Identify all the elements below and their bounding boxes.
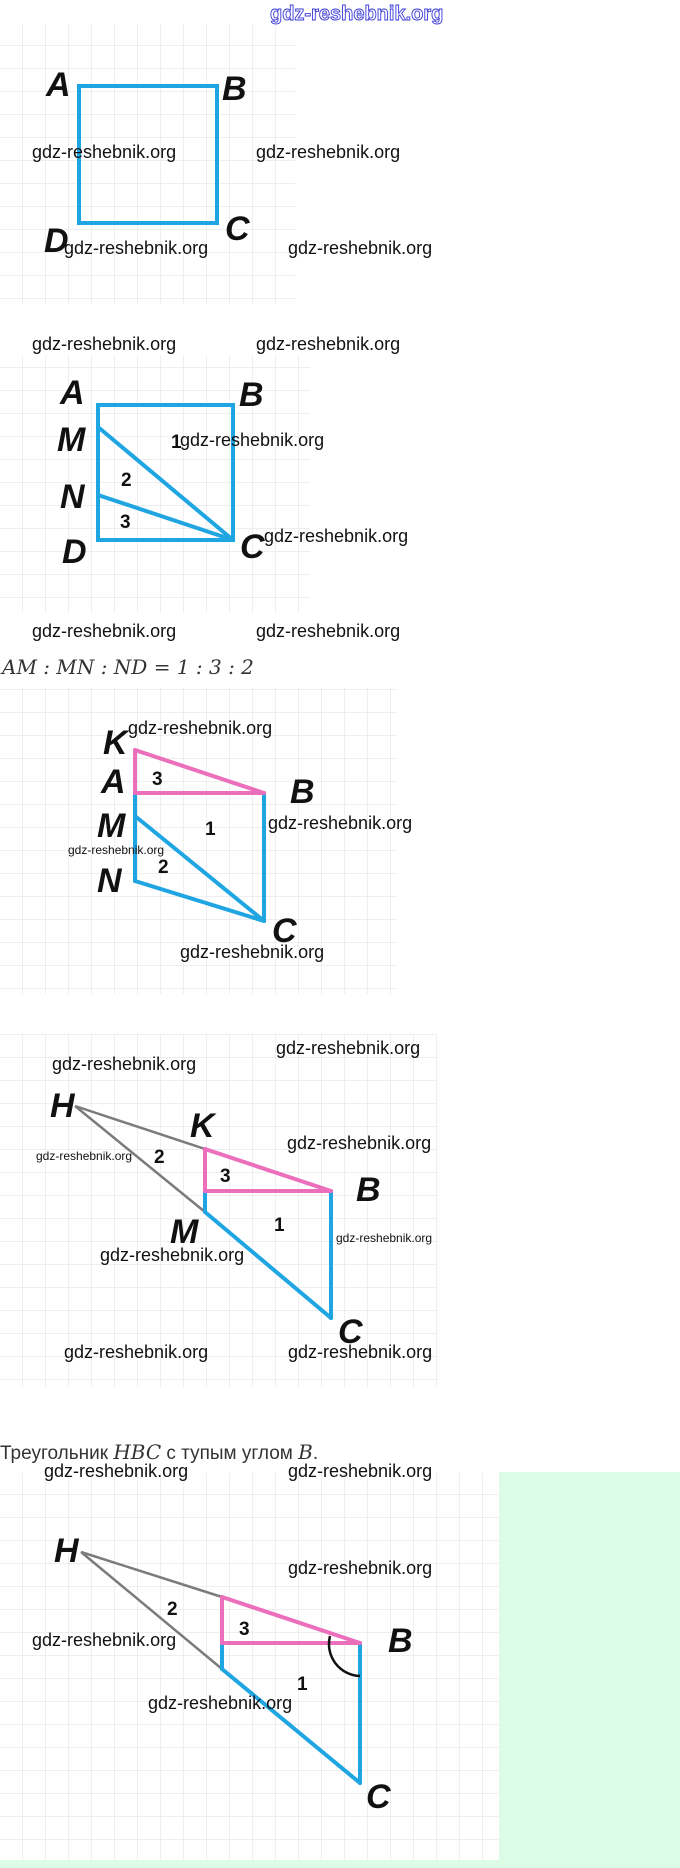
grid-background [0, 355, 310, 613]
label-m: M [170, 1213, 199, 1251]
watermark: gdz-reshebnik.org [256, 621, 400, 641]
side-panel [499, 1472, 680, 1868]
obtuse-angle-arc [327, 1635, 361, 1678]
figure-square-split: gdz-reshebnik.org gdz-reshebnik.org A B … [0, 334, 408, 641]
region-number-3: 3 [152, 769, 163, 790]
segment-mc [203, 1210, 333, 1320]
label-h: H [50, 1087, 76, 1125]
region-number-3: 3 [120, 512, 131, 533]
label-m: M [57, 421, 86, 459]
label-b: B [239, 376, 264, 414]
segment-kb [133, 748, 266, 795]
segment-hk [80, 1550, 223, 1599]
watermark: gdz-reshebnik.org [100, 1245, 244, 1265]
square-abcd [77, 84, 219, 225]
region-number-1: 1 [171, 432, 182, 453]
grid-background [0, 24, 295, 304]
watermark: gdz-reshebnik.org [32, 142, 176, 162]
watermark: gdz-reshebnik.org [32, 621, 176, 641]
caption-math-b: B [297, 1440, 313, 1464]
square-abcd [96, 403, 235, 542]
watermark: gdz-reshebnik.org [64, 1342, 208, 1362]
label-h: H [54, 1532, 80, 1570]
segment-hm [80, 1551, 223, 1670]
watermark: gdz-reshebnik.org [276, 1038, 420, 1058]
segment-hk [74, 1104, 206, 1151]
figure-square-abcd: A B C D gdz-reshebnik.org gdz-reshebnik.… [0, 24, 432, 304]
watermark: gdz-reshebnik.org [180, 430, 324, 450]
watermark: gdz-reshebnik.org [128, 718, 272, 738]
watermark: gdz-reshebnik.org [148, 1693, 292, 1713]
region-number-1: 1 [205, 819, 216, 840]
segment-kb [220, 1595, 362, 1645]
grid-background [0, 1034, 437, 1387]
label-a: A [59, 374, 85, 412]
label-a: A [100, 763, 126, 801]
region-number-2: 2 [121, 470, 132, 491]
label-c: C [272, 912, 297, 950]
label-b: B [356, 1171, 381, 1209]
figure-trapezoid-kbcn: K A B M N C 3 1 2 gdz-reshebnik.org gdz-… [0, 688, 412, 994]
watermark-small: gdz-reshebnik.org [336, 1231, 432, 1245]
caption-suffix: . [313, 1443, 318, 1464]
segment-mc [133, 814, 266, 923]
region-number-2: 2 [167, 1599, 178, 1620]
watermark: gdz-reshebnik.org [264, 526, 408, 546]
label-k: K [190, 1107, 217, 1145]
figure-obtuse-triangle-hbc: gdz-reshebnik.org gdz-reshebnik.org H B … [0, 1461, 499, 1860]
label-c: C [366, 1778, 391, 1816]
watermark: gdz-reshebnik.org [64, 238, 208, 258]
label-c: C [225, 210, 250, 248]
region-number-3: 3 [220, 1166, 231, 1187]
caption: Треугольник HBC с тупым углом B. [0, 1440, 318, 1464]
label-c: C [240, 528, 265, 566]
watermark: gdz-reshebnik.org [44, 1461, 188, 1481]
watermark: gdz-reshebnik.org [288, 1342, 432, 1362]
label-b: B [388, 1622, 413, 1660]
header-watermark: gdz-reshebnik.org [270, 3, 443, 25]
region-number-1: 1 [274, 1215, 285, 1236]
label-b: B [290, 773, 315, 811]
region-number-3: 3 [239, 1619, 250, 1640]
ratio-formula: AM : MN : ND = 1 : 3 : 2 [0, 655, 254, 679]
grid-background [0, 1473, 499, 1860]
watermark: gdz-reshebnik.org [32, 1630, 176, 1650]
caption-prefix: Треугольник [0, 1443, 113, 1464]
label-d: D [62, 533, 87, 571]
watermark: gdz-reshebnik.org [288, 238, 432, 258]
watermark-small: gdz-reshebnik.org [36, 1149, 132, 1163]
caption-math-hbc: HBC [112, 1440, 161, 1464]
segment-nc [133, 879, 266, 923]
watermark: gdz-reshebnik.org [287, 1133, 431, 1153]
segment-hm [74, 1105, 206, 1213]
segment-kb [203, 1147, 333, 1193]
watermark: gdz-reshebnik.org [32, 334, 176, 354]
label-d: D [44, 222, 69, 260]
region-number-2: 2 [154, 1147, 165, 1168]
figure-triangle-hbc-extended: H K B M C 2 3 1 gdz-reshebnik.org gdz-re… [0, 1034, 437, 1387]
label-k: K [103, 724, 130, 762]
segment-mc [96, 425, 235, 542]
segment-mc [220, 1667, 362, 1785]
label-a: A [45, 66, 71, 104]
watermark: gdz-reshebnik.org [288, 1558, 432, 1578]
watermark: gdz-reshebnik.org [268, 813, 412, 833]
label-b: B [222, 70, 247, 108]
watermark-small: gdz-reshebnik.org [68, 843, 164, 857]
label-n: N [60, 478, 86, 516]
watermark: gdz-reshebnik.org [288, 1461, 432, 1481]
watermark: gdz-reshebnik.org [52, 1054, 196, 1074]
caption-middle: с тупым углом [161, 1443, 298, 1464]
label-n: N [97, 862, 123, 900]
watermark: gdz-reshebnik.org [180, 942, 324, 962]
region-number-2: 2 [158, 857, 169, 878]
region-number-1: 1 [297, 1674, 308, 1695]
watermark: gdz-reshebnik.org [256, 142, 400, 162]
grid-background [0, 688, 397, 994]
watermark: gdz-reshebnik.org [256, 334, 400, 354]
bottom-panel [0, 1860, 680, 1868]
label-c: C [338, 1313, 363, 1351]
segment-nc [96, 493, 235, 542]
label-m: M [97, 807, 126, 845]
